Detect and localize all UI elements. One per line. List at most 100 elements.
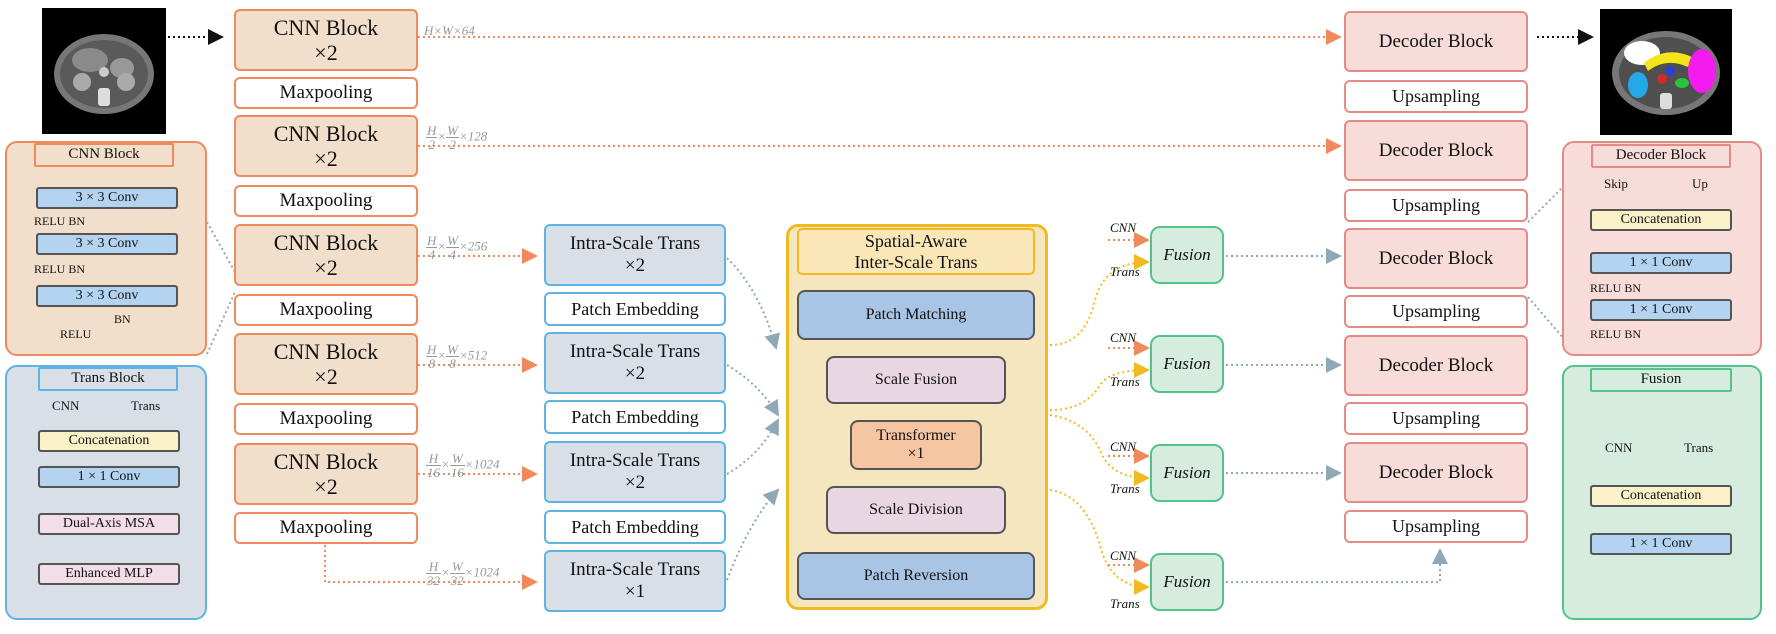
patch-embedding-label: Patch Embedding xyxy=(571,298,699,319)
decoder-legend-concat: Concatenation xyxy=(1590,209,1732,231)
cnn-legend-bn: BN xyxy=(114,312,131,326)
concat-label: Concatenation xyxy=(68,432,150,448)
maxpool-3: Maxpooling xyxy=(234,294,418,326)
decoder-block-label: Decoder Block xyxy=(1378,139,1494,161)
upsampling-label: Upsampling xyxy=(1392,301,1480,322)
decoder-block-label: Decoder Block xyxy=(1378,354,1494,376)
patch-matching-label: Patch Matching xyxy=(865,305,967,323)
maxpool-label: Maxpooling xyxy=(279,190,373,212)
cnn-block-2: CNN Block×2 xyxy=(234,115,418,177)
cnn-legend-relubn-2: RELU BN xyxy=(34,262,85,276)
dim-label-1: H×W×64 xyxy=(424,23,475,38)
scale-division-label: Scale Division xyxy=(869,500,963,518)
patch-embedding-label: Patch Embedding xyxy=(571,406,699,427)
conv-label: 3 × 3 Conv xyxy=(75,235,139,251)
upsampling-5: Upsampling xyxy=(1344,510,1528,543)
cnn-block-mult: ×2 xyxy=(314,364,338,389)
cnn-legend-relubn-1: RELU BN xyxy=(34,214,85,228)
patch-reversion: Patch Reversion xyxy=(797,552,1035,600)
cnn-block-5: CNN Block×2 xyxy=(234,443,418,505)
decoder-legend-title: Decoder Block xyxy=(1591,144,1731,168)
intra-scale-trans-3: Intra-Scale Trans×2 xyxy=(544,441,726,503)
trans-legend-title: Trans Block xyxy=(38,367,178,391)
intra-scale-mult: ×2 xyxy=(624,255,646,276)
trans-legend-msa: Dual-Axis MSA xyxy=(38,513,180,535)
fusion-cnn-tag-2: CNN xyxy=(1110,330,1137,345)
upsampling-2: Upsampling xyxy=(1344,189,1528,222)
fusion-legend-concat: Concatenation xyxy=(1590,485,1732,507)
msa-label: Dual-Axis MSA xyxy=(62,515,156,531)
intra-scale-label: Intra-Scale Trans xyxy=(569,559,701,581)
fusion-legend-cnn: CNN xyxy=(1605,440,1633,455)
upsampling-4: Upsampling xyxy=(1344,402,1528,435)
cnn-legend-title-text: CNN Block xyxy=(68,146,140,163)
fusion-legend-trans: Trans xyxy=(1684,440,1714,455)
conv-label: 3 × 3 Conv xyxy=(75,287,139,303)
trans-legend-trans: Trans xyxy=(131,398,161,413)
fusion-legend-conv: 1 × 1 Conv xyxy=(1590,533,1732,555)
cnn-block-mult: ×2 xyxy=(314,474,338,499)
decoder-block-legend xyxy=(1562,141,1762,356)
decoder-block-2: Decoder Block xyxy=(1344,120,1528,181)
ct-input-image xyxy=(42,8,166,134)
fusion-block-3: Fusion xyxy=(1150,444,1224,502)
patch-embedding-1: Patch Embedding xyxy=(544,292,726,326)
fusion-cnn-tag-3: CNN xyxy=(1110,439,1137,454)
decoder-legend-skip: Skip xyxy=(1604,176,1628,191)
maxpool-label: Maxpooling xyxy=(279,82,373,104)
transformer: Transformer×1 xyxy=(850,420,982,470)
concat-label: Concatenation xyxy=(1620,487,1702,503)
maxpool-4: Maxpooling xyxy=(234,403,418,435)
conv-label: 1 × 1 Conv xyxy=(77,468,141,484)
trans-legend-title-text: Trans Block xyxy=(71,370,145,387)
fusion-trans-tag-1: Trans xyxy=(1110,264,1140,279)
decoder-block-label: Decoder Block xyxy=(1378,30,1494,52)
fusion-trans-tag-2: Trans xyxy=(1110,374,1140,389)
upsampling-3: Upsampling xyxy=(1344,295,1528,328)
conv-label: 3 × 3 Conv xyxy=(75,189,139,205)
decoder-legend-conv-1: 1 × 1 Conv xyxy=(1590,252,1732,274)
intra-scale-trans-4: Intra-Scale Trans×1 xyxy=(544,550,726,612)
conv-label: 1 × 1 Conv xyxy=(1629,254,1693,270)
cnn-legend-conv-2: 3 × 3 Conv xyxy=(36,233,178,255)
fusion-block-4: Fusion xyxy=(1150,553,1224,611)
cnn-block-label: CNN Block xyxy=(273,14,379,40)
intra-scale-mult: ×2 xyxy=(624,472,646,493)
fusion-trans-tag-4: Trans xyxy=(1110,596,1140,611)
decoder-block-label: Decoder Block xyxy=(1378,247,1494,269)
cnn-block-label: CNN Block xyxy=(273,338,379,364)
cnn-block-4: CNN Block×2 xyxy=(234,333,418,395)
fusion-block-2: Fusion xyxy=(1150,335,1224,393)
maxpool-5: Maxpooling xyxy=(234,512,418,544)
upsampling-label: Upsampling xyxy=(1392,195,1480,216)
upsampling-label: Upsampling xyxy=(1392,408,1480,429)
decoder-block-4: Decoder Block xyxy=(1344,335,1528,396)
decoder-block-label: Decoder Block xyxy=(1378,461,1494,483)
intra-scale-label: Intra-Scale Trans xyxy=(569,233,701,255)
trans-legend-conv: 1 × 1 Conv xyxy=(38,466,180,488)
patch-embedding-3: Patch Embedding xyxy=(544,510,726,544)
intra-scale-mult: ×1 xyxy=(624,581,646,602)
fusion-trans-tag-3: Trans xyxy=(1110,481,1140,496)
cnn-legend-conv-1: 3 × 3 Conv xyxy=(36,187,178,209)
intra-scale-trans-1: Intra-Scale Trans×2 xyxy=(544,224,726,286)
cnn-block-label: CNN Block xyxy=(273,120,379,146)
fusion-label: Fusion xyxy=(1163,572,1211,592)
decoder-block-3: Decoder Block xyxy=(1344,228,1528,289)
patch-embedding-label: Patch Embedding xyxy=(571,516,699,537)
patch-matching: Patch Matching xyxy=(797,290,1035,340)
conv-label: 1 × 1 Conv xyxy=(1629,535,1693,551)
fusion-cnn-tag-1: CNN xyxy=(1110,220,1137,235)
cnn-legend-relu: RELU xyxy=(60,327,92,341)
trans-legend-concat: Concatenation xyxy=(38,430,180,452)
trans-legend-mlp: Enhanced MLP xyxy=(38,563,180,585)
transformer-mult: ×1 xyxy=(907,445,925,462)
cnn-block-mult: ×2 xyxy=(314,255,338,280)
maxpool-1: Maxpooling xyxy=(234,77,418,109)
intra-scale-label: Intra-Scale Trans xyxy=(569,341,701,363)
cnn-block-mult: ×2 xyxy=(314,40,338,65)
upsampling-1: Upsampling xyxy=(1344,80,1528,113)
